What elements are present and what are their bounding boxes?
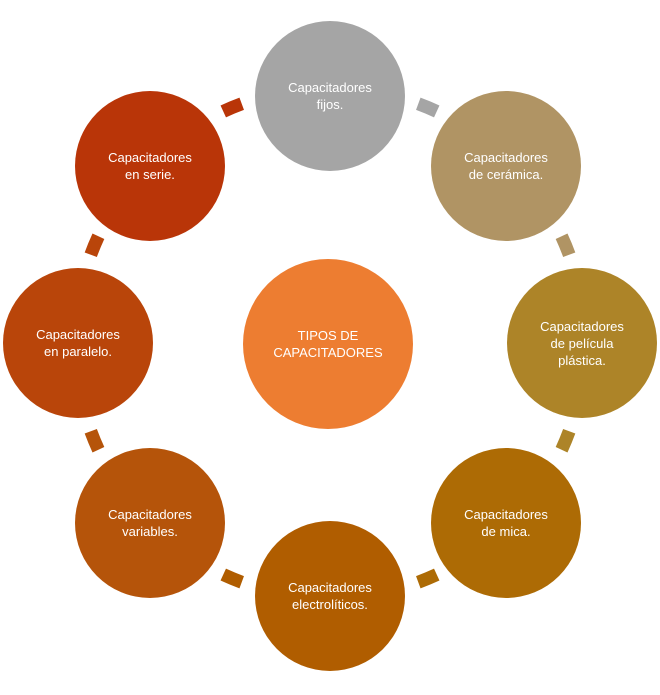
- node-parallel: Capacitadores en paralelo.: [3, 268, 153, 418]
- node-label-line3: plástica.: [558, 352, 606, 368]
- node-label-line2: en serie.: [125, 167, 175, 182]
- node-series: Capacitadores en serie.: [75, 91, 225, 241]
- center-node: TIPOS DE CAPACITADORES: [243, 259, 413, 429]
- node-electrolytic: Capacitadores electrolíticos.: [255, 521, 405, 671]
- center-label-line2: CAPACITADORES: [273, 345, 383, 360]
- node-label-line2: fijos.: [316, 97, 344, 112]
- node-label-line1: Capacitadores: [288, 580, 372, 595]
- connector-arc: [555, 233, 576, 258]
- node-label-line1: Capacitadores: [108, 150, 192, 165]
- node-label-line1: Capacitadores: [464, 150, 548, 165]
- connector-arc: [415, 568, 440, 589]
- node-variable: Capacitadores variables.: [75, 448, 225, 598]
- connector-arc: [555, 428, 576, 453]
- node-label-line1: Capacitadores: [288, 80, 372, 95]
- connector-arc: [220, 568, 245, 589]
- node-label-line1: Capacitadores: [36, 327, 120, 342]
- node-label-line2: de película: [550, 335, 614, 351]
- connector-arc: [84, 233, 105, 258]
- node-label-line2: de cerámica.: [468, 167, 544, 182]
- node-label-line2: en paralelo.: [44, 344, 112, 359]
- node-label-line2: electrolíticos.: [292, 597, 368, 612]
- node-fixed: Capacitadores fijos.: [255, 21, 405, 171]
- node-label-line2: de mica.: [481, 524, 531, 539]
- node-ceramic: Capacitadores de cerámica.: [431, 91, 581, 241]
- node-label-line1: Capacitadores: [540, 318, 624, 334]
- node-label-line2: variables.: [122, 524, 178, 539]
- node-label-line1: Capacitadores: [108, 507, 192, 522]
- node-mica: Capacitadores de mica.: [431, 448, 581, 598]
- center-label-line1: TIPOS DE: [297, 328, 359, 343]
- connector-arc: [84, 428, 105, 453]
- node-plastic-film: Capacitadores de película plástica.: [507, 268, 657, 418]
- connector-arc: [415, 97, 440, 118]
- node-label-line1: Capacitadores: [464, 507, 548, 522]
- connector-arc: [220, 97, 245, 118]
